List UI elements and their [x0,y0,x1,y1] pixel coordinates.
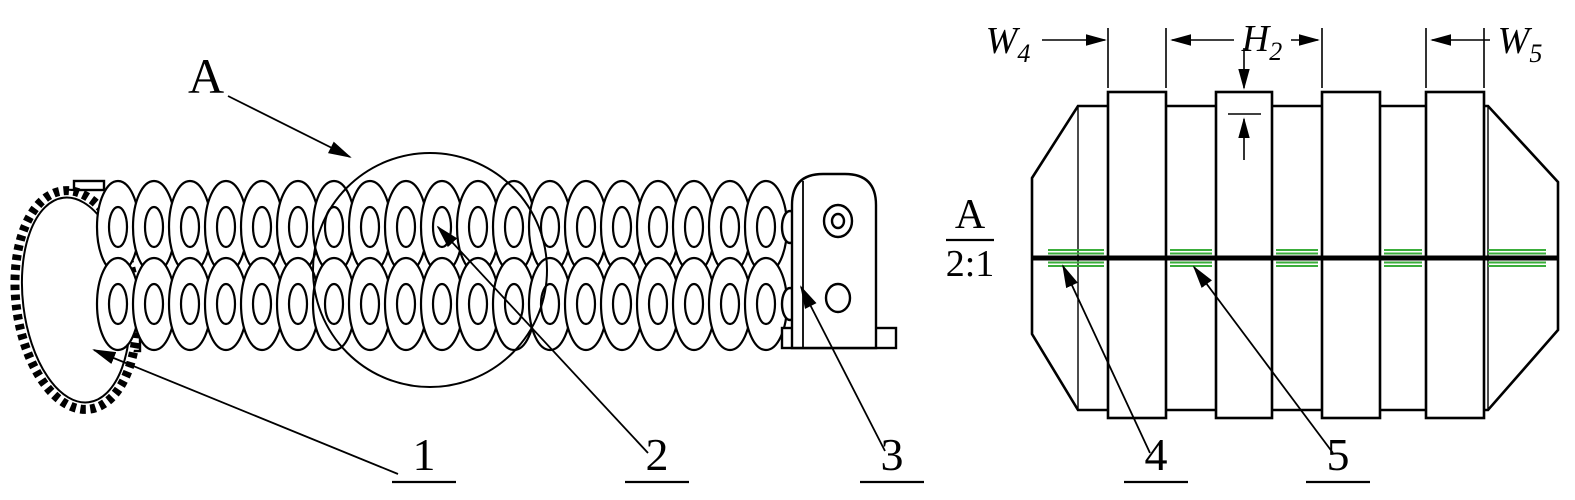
roller-disc-hub [647,282,669,326]
roller-disc-hub [107,205,129,249]
roller-disc-hub [179,282,201,326]
leader-4 [1062,264,1151,454]
leader-5 [1192,265,1334,454]
part-label-3: 3 [881,429,904,480]
roller-disc-hub [683,282,705,326]
leader-1 [92,349,399,475]
part-label-2: 2 [646,429,669,480]
leader-2 [436,225,649,454]
roller-disc-hub [467,205,489,249]
roller-disc-hub [539,205,561,249]
laminate-layer-lines [1048,249,1546,267]
assembly-view [10,152,898,414]
rib-1 [1106,90,1168,420]
leader-3 [800,285,886,452]
bracket-hole-lower [824,282,852,314]
dim-label-w5: W5 [1498,20,1543,68]
roller-disc-hub [143,205,165,249]
bracket-hole-upper-inner [830,212,846,230]
roller-disc-hub [611,205,633,249]
detail-view: W4 H2 W5 A 2:1 4 5 [946,18,1560,484]
rib-4 [1424,90,1486,420]
roller-disc-hub [467,282,489,326]
roller-disc-hub [755,282,777,326]
roller-disc-hub [143,282,165,326]
roller-disc-hub [719,205,741,249]
leader-A [227,95,352,158]
callouts: A 1 2 3 [92,48,924,484]
dim-label-h2: H2 [1241,18,1282,66]
detail-view-title: A 2:1 [946,192,995,285]
roller-disc-hub [395,205,417,249]
rib-2 [1214,90,1274,420]
roller-disc-hub [503,282,525,326]
roller-disc-hub [215,282,237,326]
rib-3 [1320,90,1382,420]
roller-disc-hub [179,205,201,249]
part-label-5: 5 [1327,429,1350,480]
roller-disc-hub [287,205,309,249]
roller-disc-hub [323,205,345,249]
roller-disc-hub [395,282,417,326]
roller-disc-hub [359,282,381,326]
roller-disc-hub [287,282,309,326]
roller-disc-hub [539,282,561,326]
roller-row-top [95,179,789,275]
roller-disc-hub [647,205,669,249]
part-label-4: 4 [1145,429,1168,480]
roller-disc-hub [215,205,237,249]
roller-disc-hub [575,205,597,249]
part-label-1: 1 [413,429,436,480]
right-bearing-bracket [790,172,878,350]
detail-marker-label: A [188,48,224,104]
roller-disc-hub [611,282,633,326]
roller-disc-hub [431,205,453,249]
detail-title-scale: 2:1 [946,243,995,285]
bracket-hole-upper [822,203,854,239]
dimensions: W4 H2 W5 [986,18,1543,160]
roller-disc-hub [251,282,273,326]
roller-disc-hub [503,205,525,249]
roller-disc-hub [719,282,741,326]
roller-disc-hub [755,205,777,249]
detail-callouts: 4 5 [1062,264,1370,484]
roller-disc-hub [431,282,453,326]
dim-label-w4: W4 [986,20,1031,68]
roller-disc-hub [323,282,345,326]
roller-disc-hub [251,205,273,249]
roller-disc-hub [107,282,129,326]
roller-disc-hub [359,205,381,249]
roller-disc-hub [575,282,597,326]
roller-row-bottom [95,256,789,352]
detail-title-letter: A [955,192,986,238]
detail-circle-A [312,152,548,388]
roller-disc-hub [683,205,705,249]
